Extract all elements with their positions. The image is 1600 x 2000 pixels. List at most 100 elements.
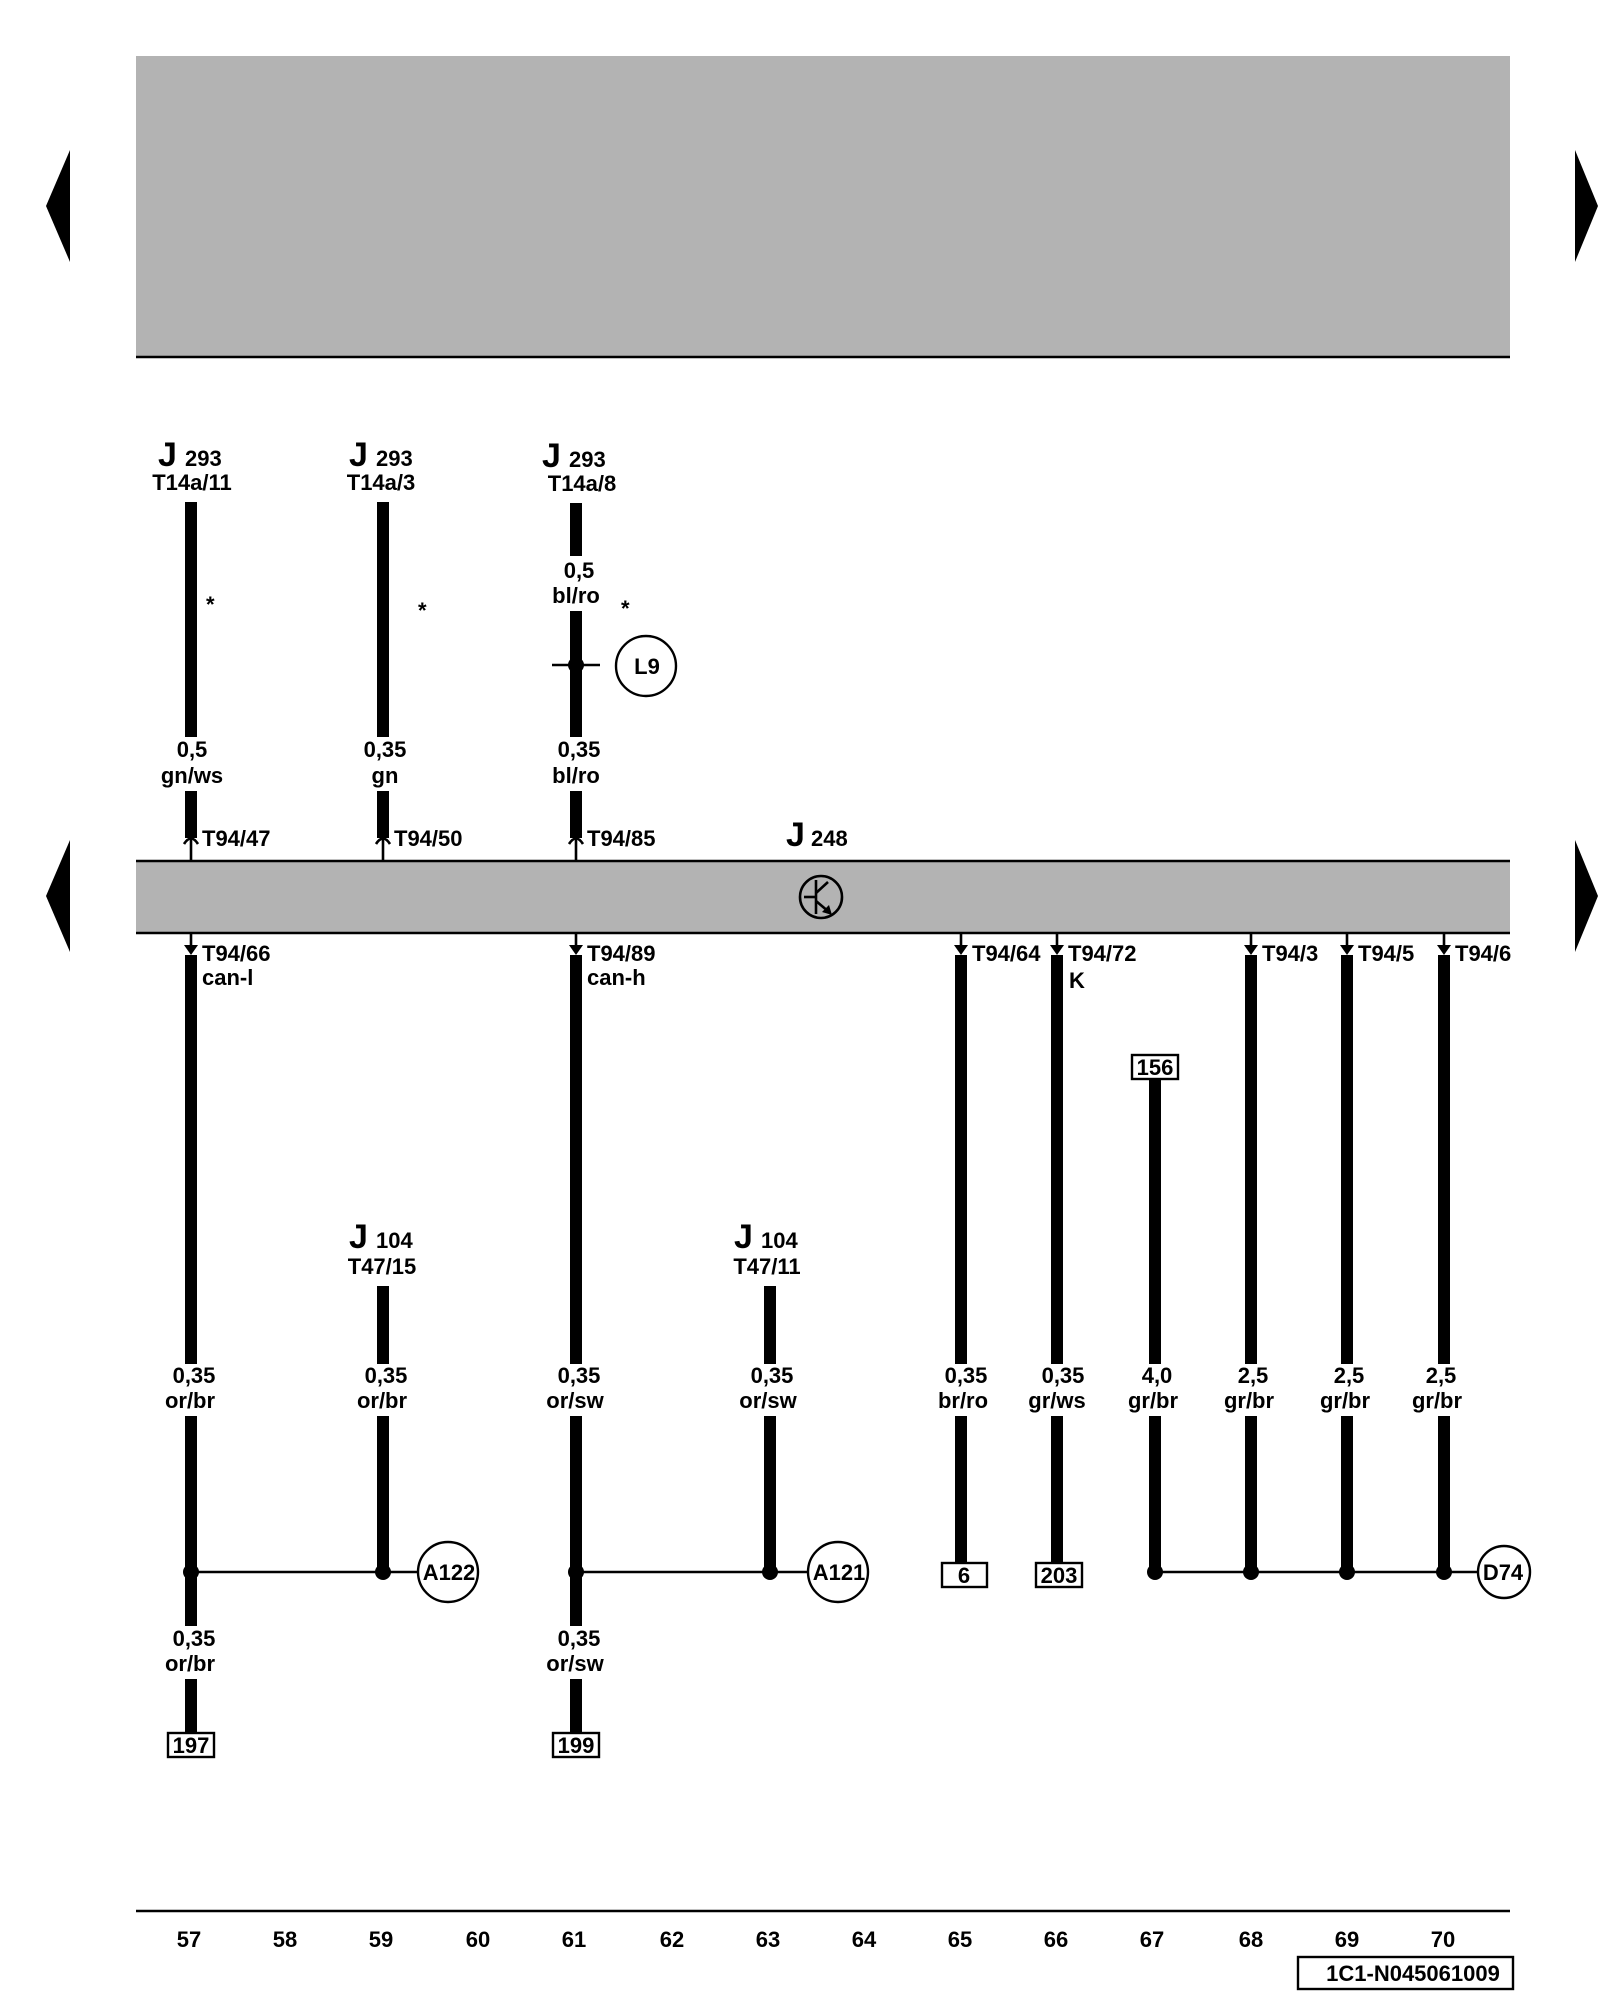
diagram-code: 1C1-N045061009 xyxy=(1326,1961,1500,1986)
color-65: br/ro xyxy=(938,1388,988,1413)
gauge-61: 0,35 xyxy=(558,1363,601,1388)
color-w59: gn xyxy=(372,763,399,788)
splice-l9[interactable] xyxy=(614,634,678,698)
track-70: 70 xyxy=(1431,1927,1455,1952)
pin-t94-5: T94/5 xyxy=(1358,941,1414,966)
gauge-67: 4,0 xyxy=(1142,1363,1173,1388)
track-65: 65 xyxy=(948,1927,972,1952)
ref-number-w57: 293 xyxy=(185,446,222,471)
track-68: 68 xyxy=(1239,1927,1263,1952)
signal-can-l: can-l xyxy=(202,965,253,990)
connection-156-label: 156 xyxy=(1137,1055,1174,1080)
gauge-w61: 0,35 xyxy=(558,737,601,762)
signal-can-h: can-h xyxy=(587,965,646,990)
splice-a122[interactable] xyxy=(416,1540,480,1604)
splice-l9-label: L9 xyxy=(634,654,660,679)
splice-a121-label: A121 xyxy=(813,1560,866,1585)
color-63: or/sw xyxy=(739,1388,797,1413)
connection-box-203[interactable] xyxy=(1034,1561,1084,1589)
track-69: 69 xyxy=(1335,1927,1359,1952)
pin-arrow-t94-5 xyxy=(1340,933,1354,955)
ref-letter-w61: J xyxy=(542,437,561,475)
connection-box-6[interactable] xyxy=(940,1561,989,1589)
pin-t94-72: T94/72 xyxy=(1068,941,1137,966)
ref-letter-w57: J xyxy=(158,436,177,474)
gauge-69: 2,5 xyxy=(1334,1363,1365,1388)
gauge-w59: 0,35 xyxy=(364,737,407,762)
pin-t94-6: T94/6 xyxy=(1455,941,1511,966)
track-63: 63 xyxy=(756,1927,780,1952)
gauge-57: 0,35 xyxy=(173,1363,216,1388)
next-page-arrow-icon[interactable] xyxy=(1575,150,1598,262)
pin-arrow-t94-72 xyxy=(1050,933,1064,955)
connection-box-156[interactable] xyxy=(1130,1053,1180,1081)
color-70: gr/br xyxy=(1412,1388,1463,1413)
branch-gauge-61: 0,35 xyxy=(558,1626,601,1651)
j104-number-2: 104 xyxy=(761,1228,798,1253)
prev-section-arrow-icon[interactable] xyxy=(46,840,70,952)
color-69: gr/br xyxy=(1320,1388,1371,1413)
splice-dot-l9 xyxy=(568,657,584,673)
pin-arrow-t94-89 xyxy=(569,933,583,955)
signal-k: K xyxy=(1069,968,1085,993)
gauge-59: 0,35 xyxy=(365,1363,408,1388)
control-unit-number: 248 xyxy=(811,826,848,851)
star-w59: * xyxy=(418,598,427,623)
control-unit-symbol-icon xyxy=(798,874,844,920)
junction-68 xyxy=(1243,1564,1259,1580)
color-w57: gn/ws xyxy=(161,763,223,788)
conn-pin-w61: T94/85 xyxy=(587,826,656,851)
control-unit-j248[interactable] xyxy=(136,861,1510,933)
splice-a121[interactable] xyxy=(806,1540,870,1604)
track-61: 61 xyxy=(562,1927,586,1952)
pin-t94-3: T94/3 xyxy=(1262,941,1318,966)
track-59: 59 xyxy=(369,1927,393,1952)
color-67: gr/br xyxy=(1128,1388,1179,1413)
junction-57 xyxy=(183,1564,199,1580)
junction-69 xyxy=(1339,1564,1355,1580)
conn-pin-w57: T94/47 xyxy=(202,826,271,851)
junction-63 xyxy=(762,1564,778,1580)
next-section-arrow-icon[interactable] xyxy=(1575,840,1598,952)
star-w61: * xyxy=(621,596,630,621)
j104-letter-2: J xyxy=(734,1218,753,1256)
connection-199-label: 199 xyxy=(558,1733,595,1758)
track-60: 60 xyxy=(466,1927,490,1952)
control-unit-letter: J xyxy=(786,816,805,854)
connection-box-199[interactable] xyxy=(551,1731,601,1759)
gauge-w61-upper: 0,5 xyxy=(564,558,595,583)
color-68: gr/br xyxy=(1224,1388,1275,1413)
track-67: 67 xyxy=(1140,1927,1164,1952)
gauge-63: 0,35 xyxy=(751,1363,794,1388)
branch-color-61: or/sw xyxy=(546,1651,604,1676)
color-57: or/br xyxy=(165,1388,216,1413)
track-58: 58 xyxy=(273,1927,297,1952)
ref-pin-w59: T14a/3 xyxy=(347,470,416,495)
branch-gauge-57: 0,35 xyxy=(173,1626,216,1651)
ref-pin-w57: T14a/11 xyxy=(152,470,232,495)
prev-page-arrow-icon[interactable] xyxy=(46,150,70,262)
gauge-70: 2,5 xyxy=(1426,1363,1457,1388)
track-64: 64 xyxy=(852,1927,877,1952)
splice-d74[interactable] xyxy=(1476,1544,1532,1600)
color-66: gr/ws xyxy=(1028,1388,1085,1413)
j104-letter-1: J xyxy=(349,1218,368,1256)
junction-67 xyxy=(1147,1564,1163,1580)
header-band xyxy=(136,56,1510,357)
splice-d74-label: D74 xyxy=(1483,1560,1524,1585)
connection-197-label: 197 xyxy=(173,1733,210,1758)
pin-arrow-t94-3 xyxy=(1244,933,1258,955)
color-w61-upper: bl/ro xyxy=(552,583,600,608)
connection-box-197[interactable] xyxy=(166,1731,216,1759)
diagram-code-box xyxy=(1296,1955,1515,1991)
splice-a122-label: A122 xyxy=(423,1560,476,1585)
junction-59 xyxy=(375,1564,391,1580)
track-numbers: 57 58 59 60 61 62 63 64 65 66 67 68 69 7… xyxy=(177,1927,1455,1952)
branch-color-57: or/br xyxy=(165,1651,216,1676)
pin-arrow-t94-6 xyxy=(1437,933,1451,955)
track-66: 66 xyxy=(1044,1927,1068,1952)
connection-6-label: 6 xyxy=(958,1563,970,1588)
star-w57: * xyxy=(206,592,215,617)
gauge-65: 0,35 xyxy=(945,1363,988,1388)
pin-t94-66: T94/66 xyxy=(202,941,271,966)
